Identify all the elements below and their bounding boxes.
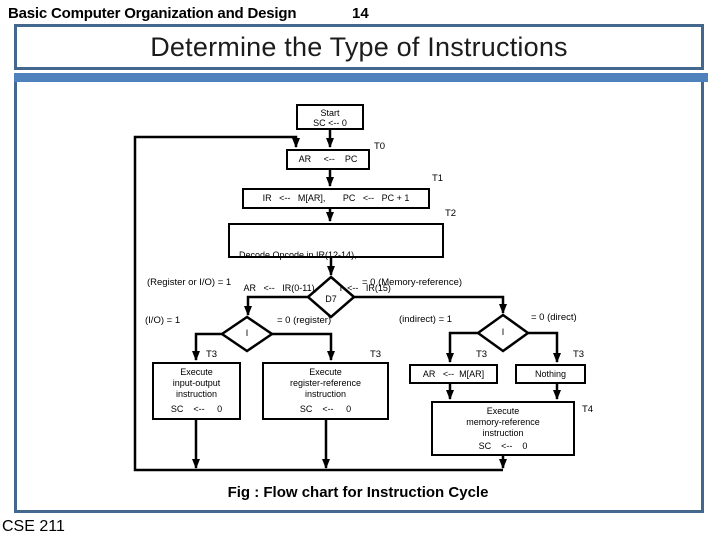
course-code: CSE 211 (2, 518, 65, 535)
start-line1: Start (320, 108, 340, 118)
i-right-label: I (501, 327, 505, 337)
i-left-diamond (219, 315, 275, 353)
d7-left-condition: (Register or I/O) = 1 (147, 277, 232, 288)
i-right-right-condition: = 0 (direct) (531, 312, 577, 323)
t2-label: T2 (445, 208, 457, 219)
fetch-ir-text: IR <-- M[AR], PC <-- PC + 1 (262, 193, 410, 203)
execute-mem-box: Execute memory-reference instruction SC … (431, 401, 575, 456)
nothing-box: Nothing (515, 364, 586, 384)
fetch-ar-text: AR <-- PC (298, 154, 358, 164)
execute-reg-line4: SC <-- 0 (299, 404, 352, 414)
t0-label: T0 (374, 141, 386, 152)
t1-label: T1 (432, 173, 444, 184)
i-left-left-condition: (I/O) = 1 (145, 315, 181, 326)
i-left-label: I (245, 328, 249, 338)
d7-right-condition: = 0 (Memory-reference) (362, 277, 463, 288)
i-left-right-condition: = 0 (register) (277, 315, 332, 326)
decode-line2: AR <-- IR(0-11), I <-- IR(15) (239, 283, 391, 293)
i-right-diamond (475, 313, 531, 353)
ar-mar-text: AR <-- M[AR] (422, 368, 485, 379)
t3-nothing-label: T3 (573, 349, 585, 360)
nothing-text: Nothing (534, 368, 567, 379)
start-box: Start SC <-- 0 (296, 104, 364, 130)
t3-armar-label: T3 (476, 349, 488, 360)
course-title: Basic Computer Organization and Design (8, 5, 297, 22)
execute-mem-line2: memory-reference (466, 417, 540, 427)
execute-io-box: Execute input-output instruction SC <-- … (152, 362, 241, 420)
page-number: 14 (352, 5, 369, 22)
t3-reg-label: T3 (370, 349, 382, 360)
decode-line1: Decode Opcode in IR(12-14), (239, 250, 357, 260)
d7-diamond (306, 275, 356, 319)
fetch-ar-box: AR <-- PC (286, 149, 370, 170)
figure-caption: Fig : Flow chart for Instruction Cycle (227, 484, 489, 501)
slide-frame (14, 82, 704, 513)
execute-reg-box: Execute register-reference instruction S… (262, 362, 389, 420)
i-right-left-condition: (indirect) = 1 (399, 314, 453, 325)
t4-label: T4 (582, 404, 594, 415)
slide-title: Determine the Type of Instructions (150, 31, 568, 62)
d7-label: D7 (325, 294, 337, 304)
execute-io-line2: input-output (172, 378, 221, 388)
decode-box: Decode Opcode in IR(12-14), AR <-- IR(0-… (228, 223, 444, 293)
execute-io-line3: instruction (175, 389, 218, 399)
execute-reg-line2: register-reference (289, 378, 362, 388)
t3-io-label: T3 (206, 349, 218, 360)
execute-io-line1: Execute (180, 367, 213, 377)
execute-io-line4: SC <-- 0 (170, 404, 223, 414)
start-line2: SC <-- 0 (313, 118, 347, 128)
execute-reg-line3: instruction (304, 389, 347, 399)
accent-bar (14, 73, 708, 82)
execute-mem-line4: SC <-- 0 (478, 441, 528, 451)
execute-mem-line1: Execute (486, 406, 520, 416)
slide-title-box: Determine the Type of Instructions (14, 24, 704, 70)
ar-mar-box: AR <-- M[AR] (409, 364, 498, 384)
fetch-ir-box: IR <-- M[AR], PC <-- PC + 1 (242, 188, 430, 209)
execute-reg-line1: Execute (309, 367, 342, 377)
execute-mem-line3: instruction (482, 428, 524, 438)
